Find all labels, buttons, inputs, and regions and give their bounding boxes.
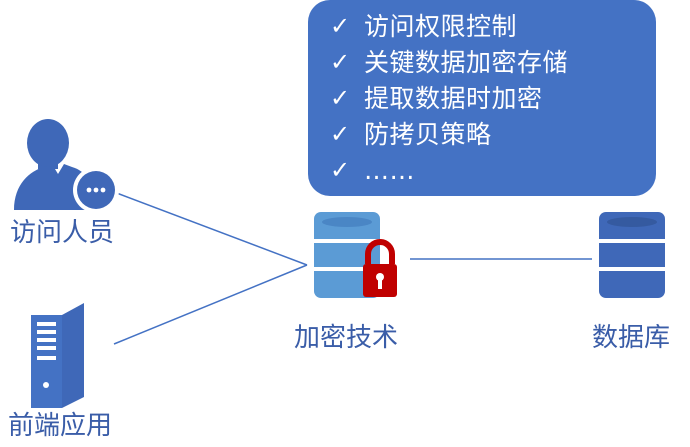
feature-item: ✓ …… [330, 152, 656, 188]
feature-text: 防拷贝策略 [364, 119, 492, 149]
connector-frontend-to-encryption [113, 264, 308, 345]
feature-item: ✓ 访问权限控制 [330, 8, 656, 44]
feature-item: ✓ 关键数据加密存储 [330, 44, 656, 80]
database-with-lock-icon [314, 212, 397, 298]
feature-item: ✓ 提取数据时加密 [330, 80, 656, 116]
database-label: 数据库 [592, 323, 671, 353]
check-icon: ✓ [330, 120, 351, 148]
feature-text: 关键数据加密存储 [364, 47, 569, 77]
feature-text: 提取数据时加密 [364, 83, 543, 113]
user-with-chat-icon [14, 119, 119, 213]
check-icon: ✓ [330, 48, 351, 76]
check-icon: ✓ [330, 12, 351, 40]
visitor-label: 访问人员 [10, 218, 115, 248]
check-icon: ✓ [330, 84, 351, 112]
server-tower-icon [31, 303, 84, 408]
connector-visitor-to-encryption [113, 191, 308, 266]
feature-text: …… [364, 155, 415, 185]
feature-text: 访问权限控制 [364, 11, 518, 41]
feature-item: ✓ 防拷贝策略 [330, 116, 656, 152]
database-icon [599, 212, 665, 298]
encryption-label: 加密技术 [294, 323, 399, 353]
check-icon: ✓ [330, 156, 351, 184]
features-callout: ✓ 访问权限控制 ✓ 关键数据加密存储 ✓ 提取数据时加密 ✓ 防拷贝策略 ✓ … [308, 0, 656, 196]
frontend-label: 前端应用 [8, 411, 113, 441]
